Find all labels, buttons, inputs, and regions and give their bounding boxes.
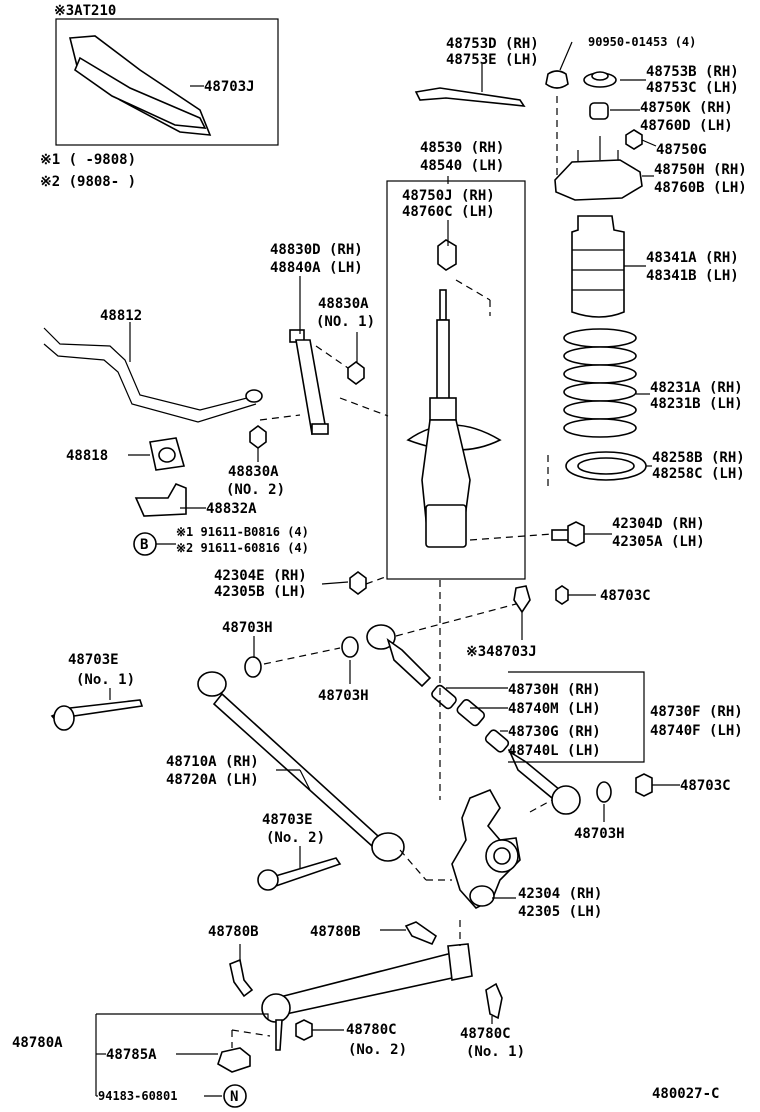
label-48750k: 48750K (RH)	[640, 100, 733, 116]
badge-n: N	[223, 1084, 247, 1108]
label-48341b: 48341B (LH)	[646, 268, 739, 284]
label-48740l: 48740L (LH)	[508, 743, 601, 759]
label-48231b: 48231B (LH)	[650, 396, 743, 412]
label-42304: 42304 (RH)	[518, 886, 602, 902]
label-42304d: 42304D (RH)	[612, 516, 705, 532]
label-48830d: 48830D (RH)	[270, 242, 363, 258]
note-2: ※2 (9808- )	[40, 174, 136, 190]
label-48740m: 48740M (LH)	[508, 701, 601, 717]
label-48750j: 48750J (RH)	[402, 188, 495, 204]
label-48703h-3: 48703H	[574, 826, 625, 842]
label-48830a-1-no: (NO. 1)	[316, 314, 375, 330]
label-42305b: 42305B (LH)	[214, 584, 307, 600]
strut-box	[386, 180, 526, 580]
label-48258b: 48258B (RH)	[652, 450, 745, 466]
inset-box	[55, 18, 279, 146]
badge-b: B	[133, 532, 176, 556]
strut-fasteners	[349, 521, 585, 614]
label-90950: 90950-01453 (4)	[588, 35, 696, 49]
leader-lines	[95, 41, 680, 1097]
label-42305a: 42305A (LH)	[612, 534, 705, 550]
lower-link	[217, 920, 503, 1073]
label-48753c: 48753C (LH)	[646, 80, 739, 96]
stabilizer-parts	[43, 327, 389, 517]
label-48760b: 48760B (LH)	[654, 180, 747, 196]
label-48830a-2: 48830A	[228, 464, 279, 480]
label-48703e-1-no: (No. 1)	[76, 672, 135, 688]
label-bolt-1: ※1 91611-B0816 (4)	[176, 525, 309, 539]
label-48840a: 48840A (LH)	[270, 260, 363, 276]
label-48750h: 48750H (RH)	[654, 162, 747, 178]
label-48780c-1: 48780C	[346, 1022, 397, 1038]
part-labels: 48753D (RH) 48753E (LH) 90950-01453 (4) …	[12, 35, 747, 1103]
label-48703h-1: 48703H	[222, 620, 273, 636]
label-48703e-2: 48703E	[262, 812, 313, 828]
label-48730h: 48730H (RH)	[508, 682, 601, 698]
label-48341a: 48341A (RH)	[646, 250, 739, 266]
upper-mount-parts	[414, 70, 647, 490]
note-1: ※1 ( -9808)	[40, 152, 136, 168]
label-48750g: 48750G	[656, 142, 707, 158]
label-48760c: 48760C (LH)	[402, 204, 495, 220]
label-48832a: 48832A	[206, 501, 257, 517]
label-48720a: 48720A (LH)	[166, 772, 259, 788]
label-bolt-2: ※2 91611-60816 (4)	[176, 541, 309, 555]
label-48740f: 48740F (LH)	[650, 723, 743, 739]
label-48530: 48530 (RH)	[420, 140, 504, 156]
label-94183: 94183-60801	[98, 1089, 177, 1103]
label-48703h-2: 48703H	[318, 688, 369, 704]
label-48780c-2-no: (No. 1)	[466, 1044, 525, 1060]
label-48760d: 48760D (LH)	[640, 118, 733, 134]
label-42304e: 42304E (RH)	[214, 568, 307, 584]
label-42305: 42305 (LH)	[518, 904, 602, 920]
label-48812: 48812	[100, 308, 142, 324]
label-48780c-1-no: (No. 2)	[348, 1042, 407, 1058]
label-48818: 48818	[66, 448, 108, 464]
label-48753e: 48753E (LH)	[446, 52, 539, 68]
label-48730f: 48730F (RH)	[650, 704, 743, 720]
inset-title: ※3AT210	[54, 3, 116, 19]
badge-b-letter: B	[140, 537, 148, 553]
label-48780b-1: 48780B	[208, 924, 259, 940]
label-48753d: 48753D (RH)	[446, 36, 539, 52]
label-48703e-1: 48703E	[68, 652, 119, 668]
label-48703c-2: 48703C	[680, 778, 731, 794]
label-48730g: 48730G (RH)	[508, 724, 601, 740]
label-48753b: 48753B (RH)	[646, 64, 739, 80]
diagram-code: 480027-C	[652, 1086, 719, 1102]
knuckle	[399, 580, 553, 909]
label-48830a-2-no: (NO. 2)	[226, 482, 285, 498]
label-48231a: 48231A (RH)	[650, 380, 743, 396]
label-48703c-1: 48703C	[600, 588, 651, 604]
label-48703j: ※348703J	[466, 644, 537, 660]
label-48830a-1: 48830A	[318, 296, 369, 312]
label-48540: 48540 (LH)	[420, 158, 504, 174]
label-48710a: 48710A (RH)	[166, 754, 259, 770]
label-48785a: 48785A	[106, 1047, 157, 1063]
label-48780b-2: 48780B	[310, 924, 361, 940]
label-48258c: 48258C (LH)	[652, 466, 745, 482]
badge-n-letter: N	[230, 1089, 238, 1105]
label-48780c-2: 48780C	[460, 1026, 511, 1042]
inset-part-label: 48703J	[204, 79, 255, 95]
label-48780a: 48780A	[12, 1035, 63, 1051]
label-48703e-2-no: (No. 2)	[266, 830, 325, 846]
